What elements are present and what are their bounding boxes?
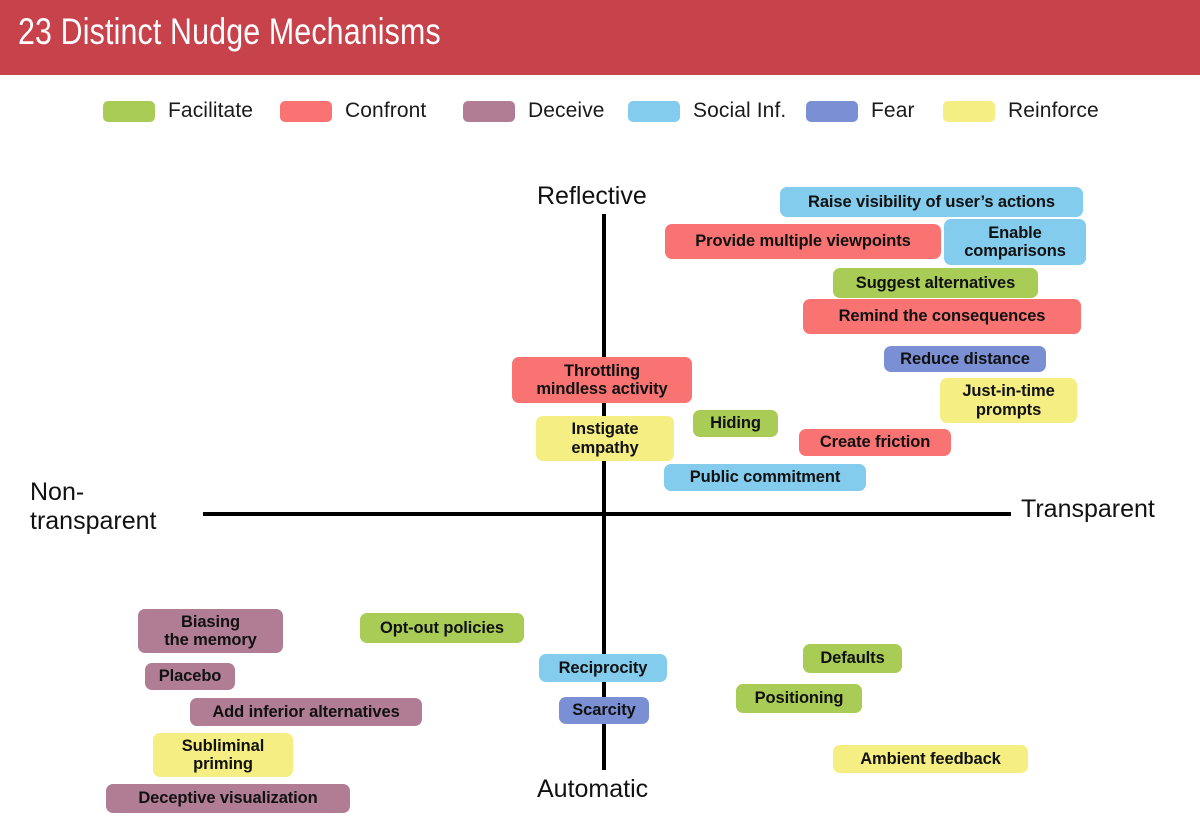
nudge-box: Raise visibility of user’s actions xyxy=(780,187,1083,217)
nudge-box: Scarcity xyxy=(559,697,649,724)
nudge-box: Reciprocity xyxy=(539,654,667,682)
legend-swatch-icon xyxy=(463,100,515,122)
nudge-box: Positioning xyxy=(736,684,862,713)
nudge-box-label: Ambient feedback xyxy=(860,749,1001,768)
nudge-box-label: Positioning xyxy=(754,689,844,708)
nudge-box-label: Add inferior alternatives xyxy=(212,702,400,721)
axis-label-non-transparent-line1: Non- xyxy=(30,478,85,506)
legend-label: Social Inf. xyxy=(693,99,787,122)
nudge-box: Add inferior alternatives xyxy=(190,698,422,726)
page-title: 23 Distinct Nudge Mechanisms xyxy=(18,11,441,52)
nudge-box: Public commitment xyxy=(664,464,866,491)
nudge-box-label: Reciprocity xyxy=(558,658,648,677)
axis-label-non-transparent-line2: transparent xyxy=(30,506,157,535)
legend-item-facilitate: Facilitate xyxy=(103,98,253,124)
nudge-box: Remind the consequences xyxy=(803,299,1081,334)
axis-label-reflective: Reflective xyxy=(537,182,647,210)
legend-swatch-icon xyxy=(943,100,995,122)
nudge-box-label: Remind the consequences xyxy=(838,307,1046,326)
nudge-box-label: Hiding xyxy=(710,414,761,433)
nudge-box-label: Defaults xyxy=(820,649,885,668)
legend-item-social-inf: Social Inf. xyxy=(628,98,786,124)
nudge-box: Defaults xyxy=(803,644,902,673)
horizontal-axis xyxy=(203,512,1011,516)
legend-label: Fear xyxy=(871,99,915,122)
nudge-box-label: Placebo xyxy=(158,667,222,686)
legend-swatch-icon xyxy=(103,100,155,122)
legend-swatch-icon xyxy=(628,100,680,122)
header-banner xyxy=(0,0,1200,75)
nudge-box-label: Provide multiple viewpoints xyxy=(695,232,911,251)
legend-label: Reinforce xyxy=(1008,99,1099,122)
nudge-box: Create friction xyxy=(799,429,951,456)
legend-label: Confront xyxy=(345,99,427,122)
nudge-box-label: Opt-out policies xyxy=(380,618,504,637)
nudge-box-label: Raise visibility of user’s actions xyxy=(808,192,1055,211)
legend-label: Deceive xyxy=(528,99,605,122)
nudge-box-label: Reduce distance xyxy=(900,349,1030,368)
nudge-box: Reduce distance xyxy=(884,346,1046,372)
legend-item-deceive: Deceive xyxy=(463,98,605,124)
nudge-box: Suggest alternatives xyxy=(833,268,1038,298)
legend-item-reinforce: Reinforce xyxy=(943,98,1099,124)
legend-label: Facilitate xyxy=(168,99,254,122)
nudge-box: Ambient feedback xyxy=(833,745,1028,773)
axis-label-non-transparent: Non- transparent xyxy=(30,478,230,535)
nudge-box: Deceptive visualization xyxy=(106,784,350,813)
legend-swatch-icon xyxy=(280,100,332,122)
nudge-box: Provide multiple viewpoints xyxy=(665,224,941,259)
nudge-box-label: Public commitment xyxy=(689,468,841,487)
nudge-box: Opt-out policies xyxy=(360,613,524,643)
nudge-box: Placebo xyxy=(145,663,235,690)
nudge-box-label: Suggest alternatives xyxy=(855,273,1016,292)
vertical-axis xyxy=(602,214,606,770)
legend-item-confront: Confront xyxy=(280,98,426,124)
nudge-box-label: Deceptive visualization xyxy=(138,789,318,808)
nudge-box: Hiding xyxy=(693,410,778,437)
legend: Facilitate Confront Deceive Social Inf. Fear… xyxy=(0,98,1200,128)
legend-swatch-icon xyxy=(806,100,858,122)
axis-label-automatic: Automatic xyxy=(537,775,649,803)
nudge-box-label: Create friction xyxy=(819,433,931,452)
axis-label-transparent: Transparent xyxy=(1021,495,1155,523)
nudge-box-label: Scarcity xyxy=(572,701,636,720)
legend-item-fear: Fear xyxy=(806,98,915,124)
